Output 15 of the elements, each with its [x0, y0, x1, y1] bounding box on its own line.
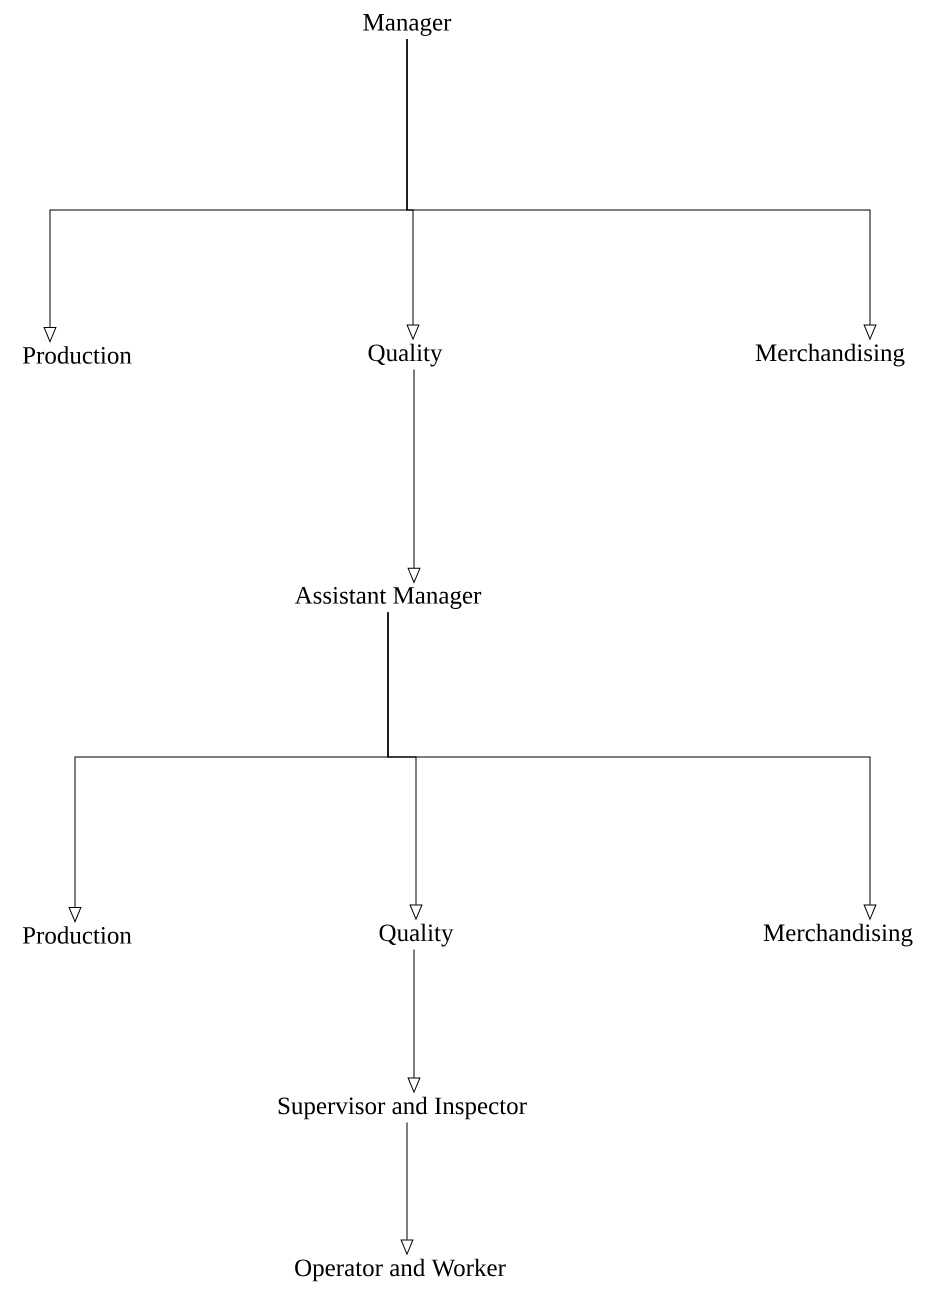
node-label: Quality	[368, 343, 443, 367]
node-label: Supervisor and Inspector	[278, 1096, 527, 1120]
node-label: Production	[22, 346, 132, 364]
node-label: Merchandising	[755, 343, 905, 367]
arrow	[400, 1122, 414, 1255]
arrow	[387, 611, 877, 920]
node-label: Merchandising	[763, 923, 913, 947]
arrow	[407, 949, 421, 1093]
node-label: Quality	[379, 923, 454, 947]
arrow	[406, 38, 877, 340]
node-label: Operator and Worker	[295, 1258, 506, 1282]
arrow	[407, 369, 421, 583]
node-label: Assistant Manager	[294, 587, 482, 609]
node-label: Production	[22, 926, 132, 944]
node-label: Manager	[363, 14, 452, 36]
